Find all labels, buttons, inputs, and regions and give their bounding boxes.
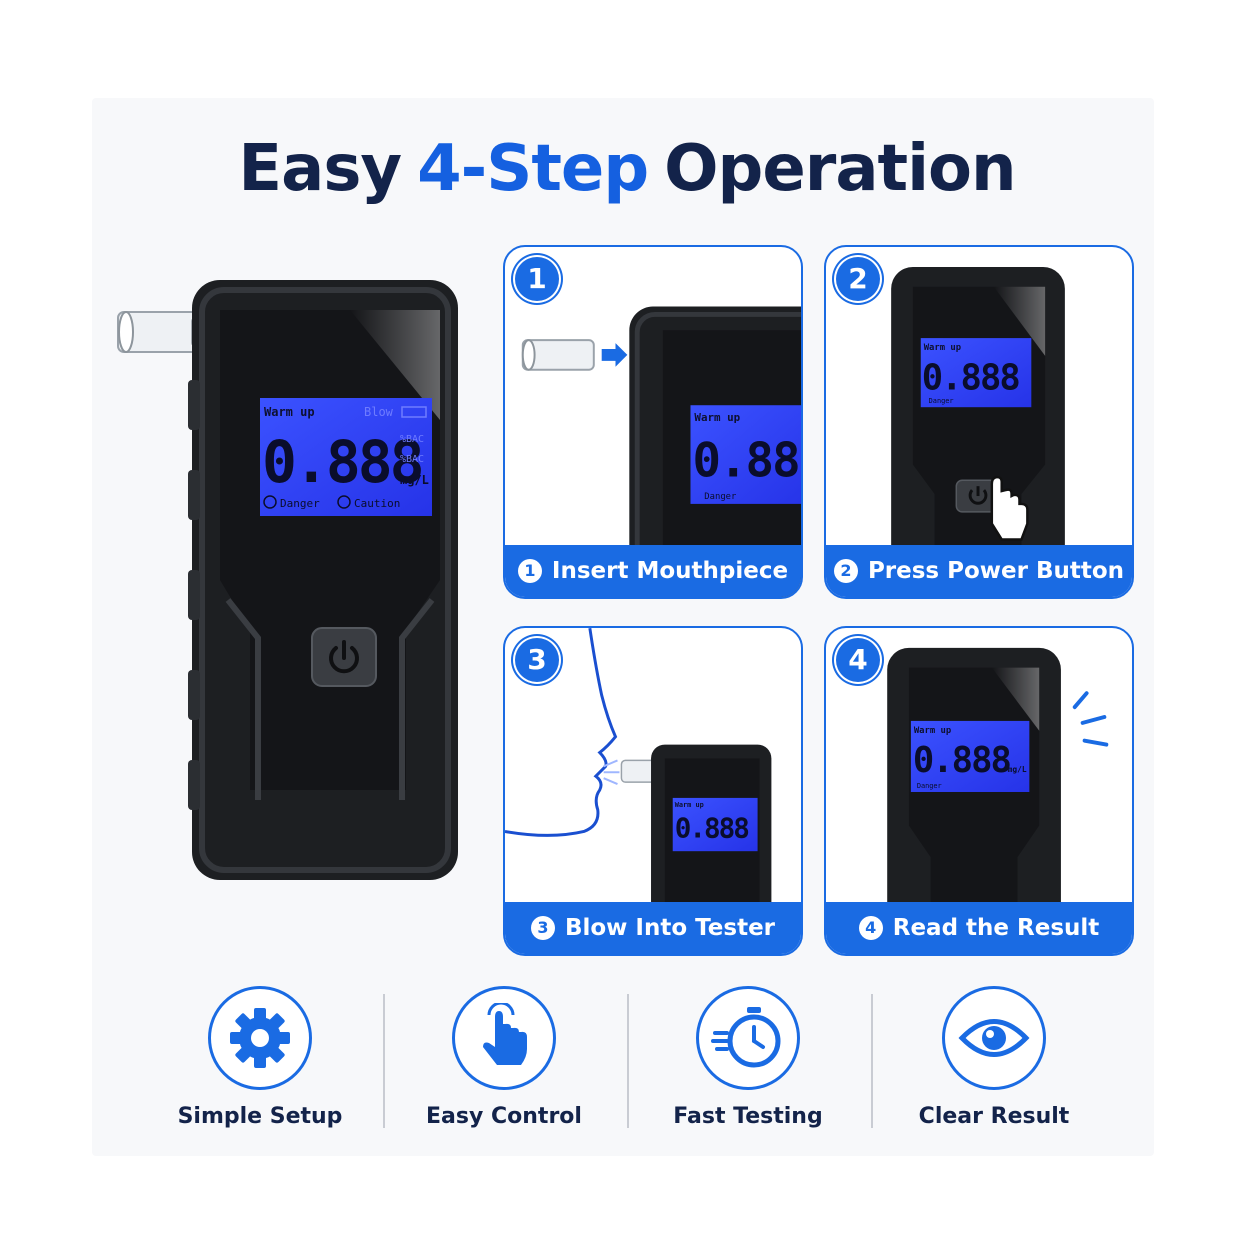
title-word-operation: Operation (664, 132, 1016, 206)
feature-clear-result: Clear Result (872, 986, 1116, 1136)
feature-label-4: Clear Result (918, 1104, 1070, 1129)
step2-lcd-digits: 0.888 (922, 357, 1020, 398)
feature-ring-3 (696, 986, 800, 1090)
step-panel-2: 2 Warm up 0.888 Danger 2 Press Power But… (824, 245, 1134, 599)
step-1-illustration: Warm up 0.888 Danger (521, 306, 801, 597)
face-profile-icon (505, 628, 618, 837)
step4-lcd-warm-up: Warm up (914, 726, 951, 736)
step-banner-number-1: 1 (517, 559, 542, 583)
step1-lcd-warm-up: Warm up (694, 411, 740, 424)
lcd-blow: Blow (364, 405, 394, 419)
step-banner-number-3: 3 (530, 916, 555, 940)
title-word-easy: Easy (238, 132, 402, 206)
feature-simple-setup: Simple Setup (138, 986, 382, 1136)
feature-label-3: Fast Testing (673, 1104, 823, 1129)
step3-lcd-warm-up: Warm up (675, 801, 704, 809)
gear-icon (230, 1008, 290, 1068)
feature-easy-control: Easy Control (382, 986, 626, 1136)
step-banner-1: 1 Insert Mouthpiece (505, 545, 801, 597)
lcd-danger: Danger (280, 497, 320, 510)
stopwatch-icon (711, 1007, 781, 1068)
step2-lcd-warm-up: Warm up (924, 343, 961, 353)
title-word-4-step: 4-Step (417, 132, 649, 206)
step-label-1: Insert Mouthpiece (551, 558, 789, 584)
feature-ring-2 (452, 986, 556, 1090)
lcd-warm-up: Warm up (264, 405, 315, 419)
feature-ring-4 (942, 986, 1046, 1090)
step-4-illustration: Warm up 0.888 mg/L Danger (887, 647, 1109, 954)
step-banner-2: 2 Press Power Button (826, 545, 1132, 597)
result-flash-icon (1072, 691, 1109, 747)
step-panel-3: 3 Warm up 0.888 3 Blow Into Tester (503, 626, 803, 956)
lcd-unit-bac-1: %BAC (400, 434, 424, 445)
mouthpiece-arrow-icon (521, 339, 628, 371)
power-button[interactable] (311, 627, 377, 687)
step3-lcd-digits: 0.888 (675, 811, 749, 844)
power-icon (329, 640, 359, 674)
step-label-4: Read the Result (892, 915, 1100, 941)
step-panel-4: 4 Warm up 0.888 mg/L Danger 4 Read the R… (824, 626, 1134, 956)
feature-fast-testing: Fast Testing (626, 986, 870, 1136)
feature-divider-2 (627, 994, 629, 1128)
eye-icon (958, 1019, 1030, 1057)
pointing-hand-icon (990, 475, 1029, 541)
step-label-2: Press Power Button (867, 558, 1125, 584)
step1-lcd-danger: Danger (704, 492, 736, 502)
step-number-2: 2 (836, 257, 880, 301)
lcd-caution: Caution (354, 497, 400, 510)
breathalyzer-device: Warm up Blow 0.888 %BAC %BAC mg/L Danger… (117, 280, 458, 880)
feature-divider-3 (871, 994, 873, 1128)
feature-label-2: Easy Control (426, 1104, 582, 1129)
step-number-4: 4 (836, 638, 880, 682)
step-2-illustration: Warm up 0.888 Danger (891, 267, 1065, 597)
step-banner-3: 3 Blow Into Tester (505, 902, 801, 954)
step-banner-number-2: 2 (833, 559, 858, 583)
step4-lcd-danger: Danger (917, 782, 942, 790)
step4-lcd-digits: 0.888 (913, 740, 1011, 781)
lcd-unit-bac-2: %BAC (400, 454, 424, 465)
step2-lcd-danger: Danger (929, 397, 954, 405)
step-banner-4: 4 Read the Result (826, 902, 1132, 954)
step1-lcd-digits: 0.888 (692, 433, 801, 488)
step-3-illustration: Warm up 0.888 (505, 628, 772, 942)
step-number-1: 1 (515, 257, 559, 301)
step-panel-1: 1 Warm up 0.888 Danger 1 Insert Mouthpie… (503, 245, 803, 599)
feature-ring-1 (208, 986, 312, 1090)
tap-hand-icon (483, 1003, 527, 1065)
lcd-unit-mgl: mg/L (400, 473, 429, 487)
lcd-digits: 0.888 (262, 428, 422, 496)
step4-lcd-unit: mg/L (1008, 765, 1027, 774)
feature-divider-1 (383, 994, 385, 1128)
step-banner-number-4: 4 (858, 916, 883, 940)
step-label-3: Blow Into Tester (564, 915, 776, 941)
feature-label-1: Simple Setup (177, 1104, 343, 1129)
step-number-3: 3 (515, 638, 559, 682)
